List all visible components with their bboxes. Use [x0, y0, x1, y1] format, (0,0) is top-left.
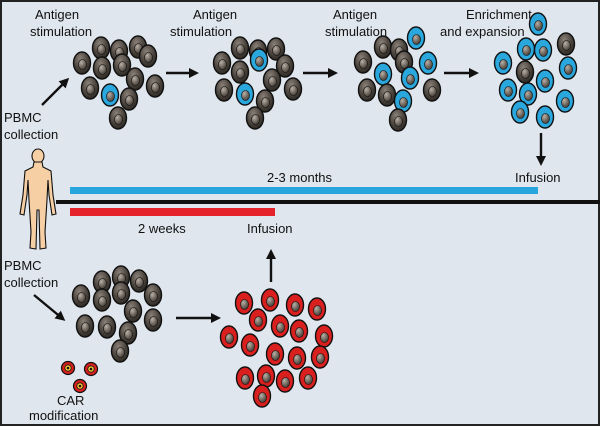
infusion-bottom-label: Infusion: [247, 221, 293, 236]
duration-long-label: 2-3 months: [267, 170, 333, 185]
svg-text:and expansion: and expansion: [440, 24, 525, 39]
pbmc-bottom-label: PBMC collection: [4, 258, 58, 290]
svg-text:Enrichment: Enrichment: [466, 7, 532, 22]
arrow-pbmc-top: [41, 77, 70, 106]
svg-text:PBMC: PBMC: [4, 110, 42, 125]
car-modification-label: CAR modification: [29, 393, 98, 423]
step4-label: Enrichment and expansion: [440, 7, 532, 39]
svg-text:Antigen: Antigen: [193, 7, 237, 22]
timeline-bar-short: [70, 208, 275, 216]
svg-text:Antigen: Antigen: [333, 7, 377, 22]
svg-text:collection: collection: [4, 275, 58, 290]
step3-label: Antigen stimulation: [325, 7, 387, 39]
svg-text:Antigen: Antigen: [35, 7, 79, 22]
step2-label: Antigen stimulation: [170, 7, 237, 39]
svg-text:modification: modification: [29, 408, 98, 423]
pbmc-top-label: PBMC collection: [4, 110, 58, 142]
svg-text:stimulation: stimulation: [325, 24, 387, 39]
step1-label: Antigen stimulation: [30, 7, 92, 39]
timeline-axis: [56, 200, 600, 204]
svg-text:CAR: CAR: [57, 393, 84, 408]
svg-text:stimulation: stimulation: [30, 24, 92, 39]
svg-text:PBMC: PBMC: [4, 258, 42, 273]
arrow-pbmc-bottom: [33, 294, 66, 321]
human-figure-icon: [19, 148, 57, 250]
svg-text:collection: collection: [4, 127, 58, 142]
duration-short-label: 2 weeks: [138, 221, 186, 236]
svg-text:stimulation: stimulation: [170, 24, 232, 39]
timeline-bar-long: [70, 187, 538, 194]
infusion-top-label: Infusion: [515, 170, 561, 185]
